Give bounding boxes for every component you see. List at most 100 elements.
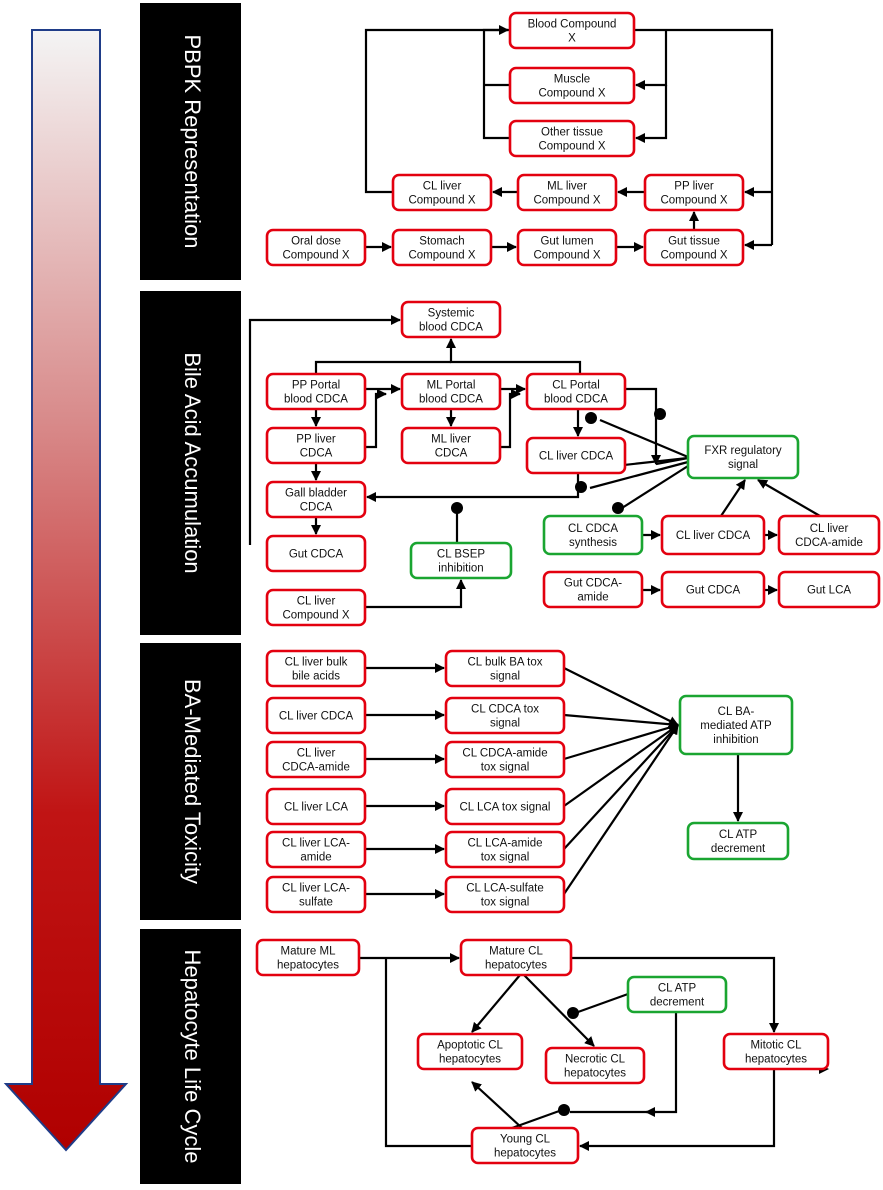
node-label: Gut LCA [807, 585, 851, 597]
node-mature-cl: Mature CL hepatocytes [459, 938, 573, 977]
arrow-edge [577, 992, 629, 1014]
arrow-edge [563, 713, 679, 730]
node-label: hepatocytes [564, 1068, 626, 1080]
arrow-edge [471, 1081, 523, 1129]
node-label: CL LCA-sulfate [466, 883, 544, 895]
node-label: signal [490, 671, 520, 683]
node-gut-lca: Gut LCA [777, 570, 881, 609]
node-label: inhibition [438, 563, 483, 575]
node-label: CL liver LCA [284, 802, 348, 814]
node-label: CL ATP [719, 829, 758, 841]
node-label: CL LCA tox signal [460, 802, 551, 814]
node-label: CL BA- [718, 706, 755, 718]
section-label: BA-Mediated Toxicity [180, 679, 205, 884]
node-label: amide [300, 852, 331, 864]
node-label: hepatocytes [745, 1054, 807, 1066]
arrow-edge [446, 338, 582, 374]
node-label: Compound X [282, 250, 349, 262]
node-label: Compound X [660, 250, 727, 262]
node-label: Mature CL [489, 946, 543, 958]
section-band-pbpk: PBPK Representation [140, 3, 241, 280]
node-label: CL liver [810, 523, 849, 535]
arrow-edge [563, 667, 679, 726]
edges-layer [248, 25, 821, 1151]
arrow-edge [589, 460, 689, 490]
node-label: Mitotic CL [750, 1040, 802, 1052]
node-cl-liver-cdca2: CL liver CDCA [660, 514, 766, 556]
node-label: CDCA-amide [282, 762, 350, 774]
node-label: CL CDCA [568, 523, 618, 535]
node-label: PP liver [296, 434, 336, 446]
node-necrotic: Necrotic CL hepatocytes [544, 1046, 646, 1085]
node-label: tox signal [481, 897, 530, 909]
arrow-edge [720, 479, 746, 517]
node-label: Compound X [660, 195, 727, 207]
node-label: CL CDCA-amide [462, 748, 547, 760]
node-label: CL liver LCA- [282, 838, 350, 850]
node-label: CL liver [423, 181, 462, 193]
node-label: CDCA-amide [795, 537, 863, 549]
arrow-edge [314, 360, 451, 374]
node-label: Necrotic CL [565, 1054, 626, 1066]
node-label: Apoptotic CL [437, 1040, 503, 1052]
node-label: CL liver CDCA [676, 530, 751, 542]
node-label: Systemic [428, 308, 475, 320]
section-band-bile: Bile Acid Accumulation [140, 291, 241, 635]
node-cl-liver-cdca1: CL liver CDCA [525, 436, 627, 475]
node-label: X [568, 33, 576, 45]
node-label: Gut lumen [540, 236, 593, 248]
node-label: CL bulk BA tox [467, 657, 542, 669]
node-gut-cdca-amide: Gut CDCA-amide [542, 570, 644, 609]
arrow-edge [570, 1012, 678, 1114]
node-label: Blood Compound [528, 19, 617, 31]
node-label: Compound X [538, 141, 605, 153]
node-label: CDCA [300, 502, 333, 514]
section-label: Hepatocyte Life Cycle [180, 950, 205, 1164]
node-label: Other tissue [541, 127, 603, 139]
node-label: signal [490, 718, 520, 730]
node-label: Oral dose [291, 236, 341, 248]
node-label: Compound X [408, 250, 475, 262]
section-label: PBPK Representation [180, 34, 205, 248]
inhibition-dot [585, 412, 597, 424]
inhibition-dot [654, 408, 666, 420]
section-band-life: Hepatocyte Life Cycle [140, 929, 241, 1184]
node-label: hepatocytes [485, 960, 547, 972]
node-label: tox signal [481, 852, 530, 864]
arrow-edge [579, 1069, 776, 1151]
inhibition-dot [567, 1007, 579, 1019]
arrow-edge [384, 958, 472, 1148]
inhibition-dot [575, 481, 587, 493]
arrow-edge [625, 387, 661, 465]
node-label: CL ATP [658, 983, 697, 995]
node-label: synthesis [569, 537, 617, 549]
node-s-lca: CL LCA tox signal [444, 787, 566, 826]
node-label: Compound X [533, 250, 600, 262]
arrow-edge [635, 85, 668, 143]
node-label: CDCA [300, 448, 333, 460]
node-label: blood CDCA [284, 394, 348, 406]
node-label: inhibition [713, 734, 758, 746]
node-label: Compound X [538, 88, 605, 100]
node-label: Gut CDCA [289, 549, 344, 561]
node-label: bile acids [292, 671, 340, 683]
arrow-edge [365, 579, 466, 609]
node-label: blood CDCA [419, 394, 483, 406]
